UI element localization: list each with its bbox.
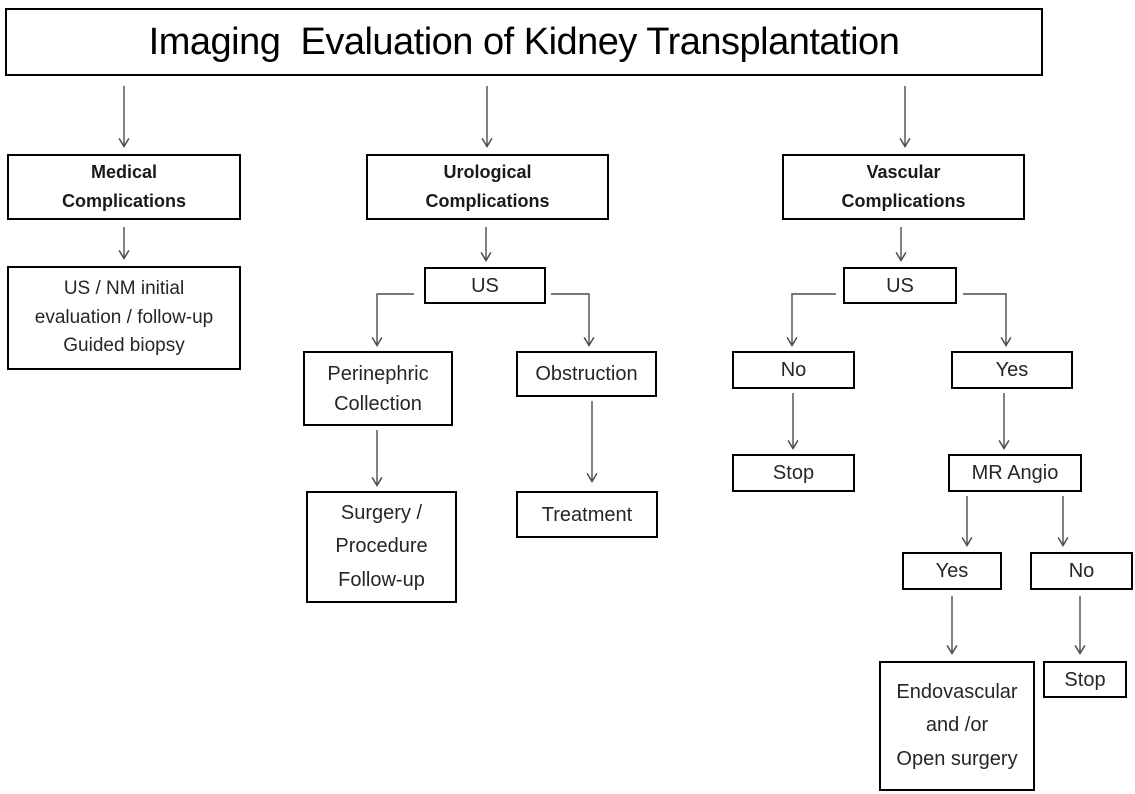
node-vascular-stop: Stop xyxy=(732,454,855,492)
node-line: Medical xyxy=(90,162,158,183)
node-line: and /or xyxy=(925,714,989,737)
node-vascular-yes: Yes xyxy=(951,351,1073,389)
node-line: US xyxy=(886,274,914,297)
node-mr-angio-no: No xyxy=(1030,552,1133,590)
node-line: Complications xyxy=(425,191,550,211)
node-line: No xyxy=(780,359,807,381)
connector-us-obstruction xyxy=(551,293,595,348)
node-line: Open surgery xyxy=(896,747,1018,770)
node-line: Yes xyxy=(935,560,969,582)
node-vascular-complications: Vascular Complications xyxy=(782,154,1025,220)
node-endovascular-open-surgery: Endovascular and /or Open surgery xyxy=(879,661,1035,791)
connector-us-no xyxy=(786,293,836,348)
node-line: Obstruction xyxy=(535,363,638,385)
connector-us-perinephric xyxy=(371,293,414,348)
node-line: Follow-up xyxy=(338,568,425,591)
node-line: Endovascular xyxy=(896,680,1018,703)
node-line: Yes xyxy=(995,359,1029,381)
node-treatment: Treatment xyxy=(516,491,658,538)
node-vascular-no: No xyxy=(732,351,855,389)
node-line: Perinephric xyxy=(327,362,429,385)
node-line: US xyxy=(471,274,499,297)
node-line: Vascular xyxy=(866,162,941,183)
node-line: Complications xyxy=(61,191,186,211)
node-medical-complications: Medical Complications xyxy=(7,154,241,220)
node-line: No xyxy=(1068,560,1095,582)
node-line: MR Angio xyxy=(971,462,1059,484)
node-line: Surgery / xyxy=(340,501,423,524)
node-perinephric-collection: Perinephric Collection xyxy=(303,351,453,426)
node-surgery-procedure-followup: Surgery / Procedure Follow-up xyxy=(306,491,457,603)
node-line: Stop xyxy=(1064,668,1106,691)
node-obstruction: Obstruction xyxy=(516,351,657,397)
node-us-nm-evaluation: US / NM initial evaluation / follow-up G… xyxy=(7,266,241,370)
node-line: Procedure xyxy=(335,535,428,558)
node-line: evaluation / follow-up xyxy=(34,306,214,328)
node-mr-angio-stop: Stop xyxy=(1043,661,1127,698)
node-line: Stop xyxy=(772,462,815,484)
node-line: Collection xyxy=(334,392,422,415)
node-urological-us: US xyxy=(424,267,546,304)
connector-us-yes xyxy=(963,293,1012,348)
node-line: US / NM initial xyxy=(63,278,185,300)
node-line: Treatment xyxy=(541,503,633,526)
node-line: Complications xyxy=(841,191,966,211)
node-urological-complications: Urological Complications xyxy=(366,154,609,220)
node-line: Guided biopsy xyxy=(63,335,185,357)
node-vascular-us: US xyxy=(843,267,957,304)
node-mr-angio: MR Angio xyxy=(948,454,1082,492)
diagram-title: Imaging Evaluation of Kidney Transplanta… xyxy=(5,8,1043,76)
node-mr-angio-yes: Yes xyxy=(902,552,1002,590)
node-line: Urological xyxy=(443,162,532,183)
